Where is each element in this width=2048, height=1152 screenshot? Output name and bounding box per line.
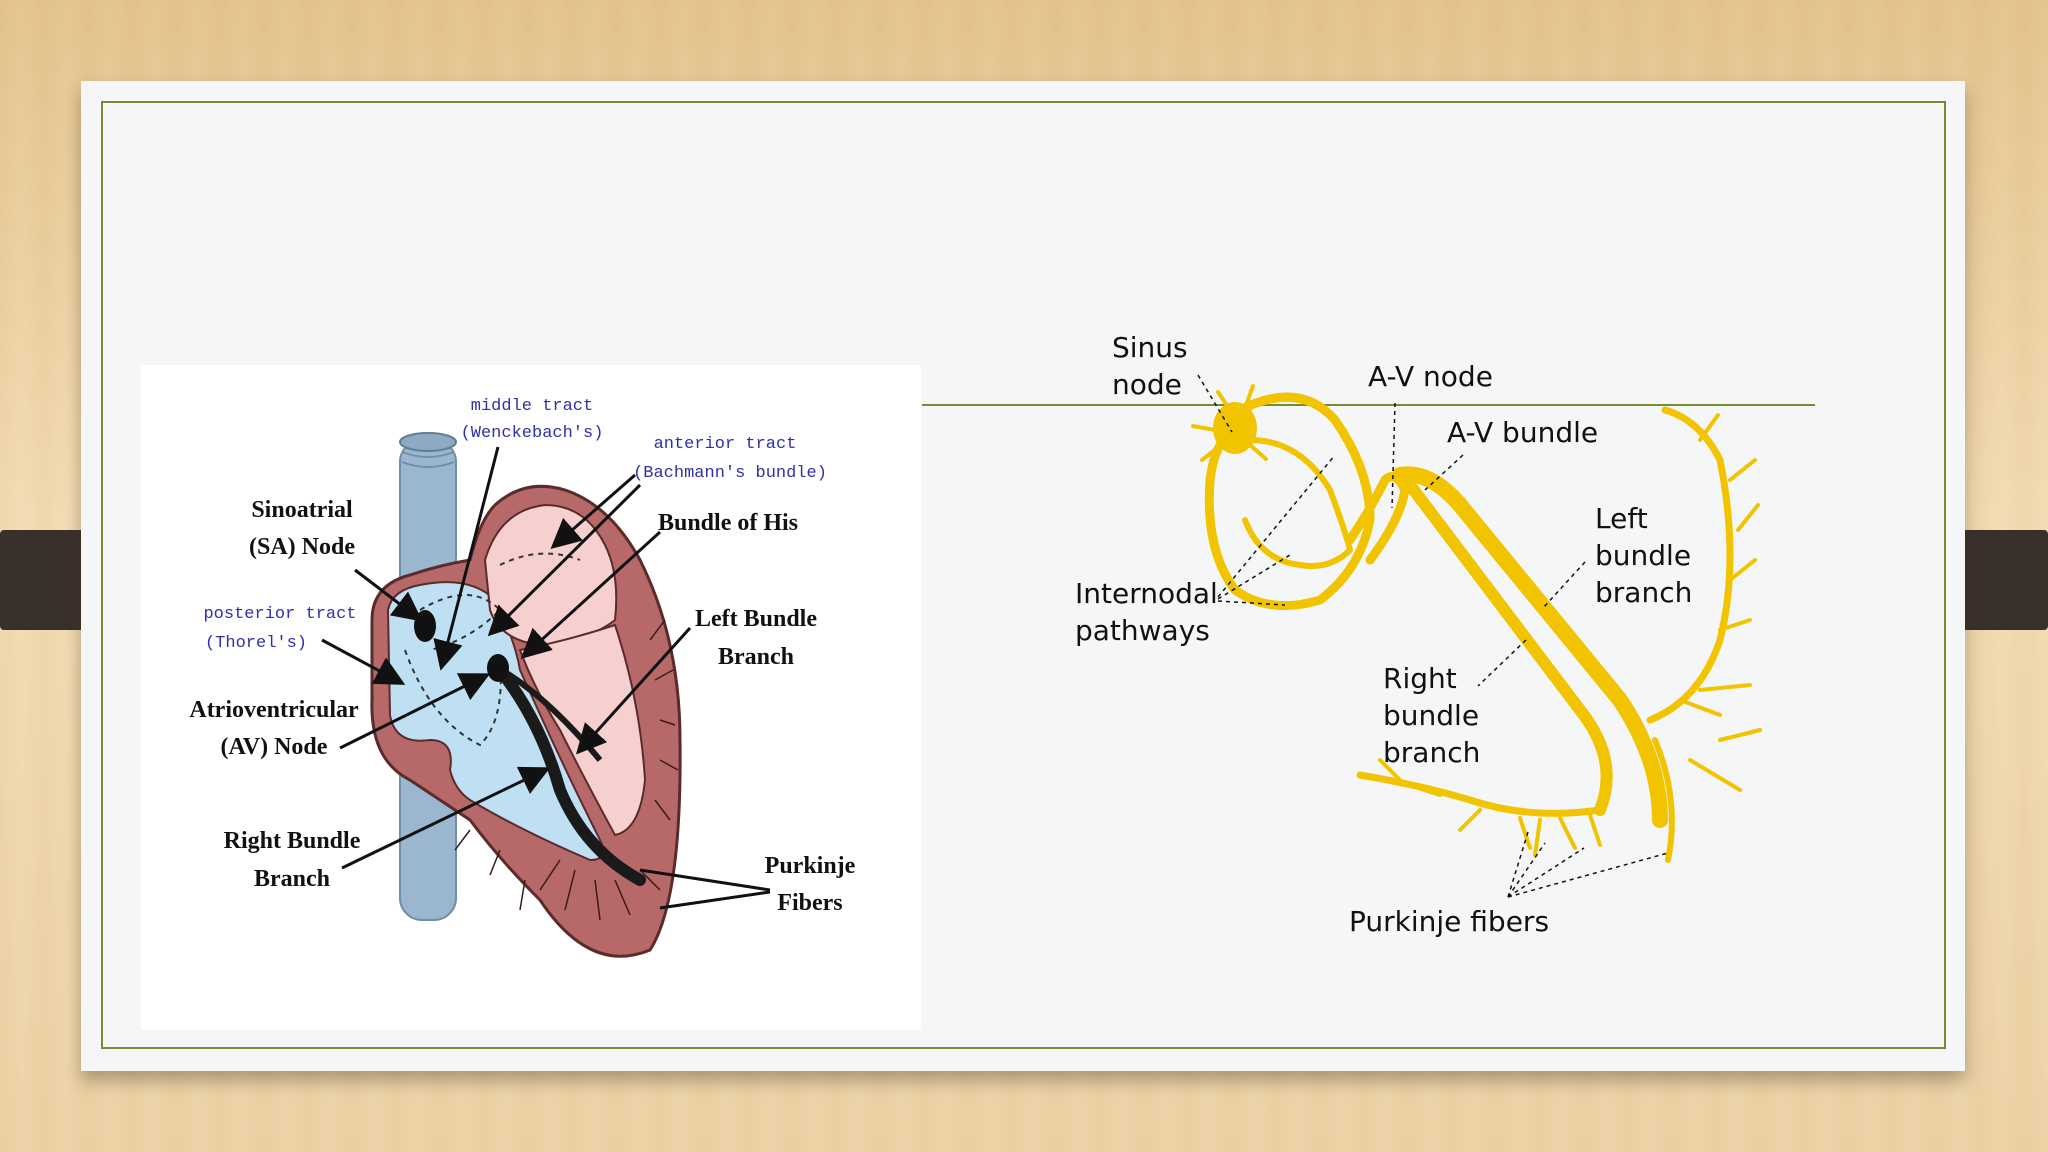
posterior-tract-label-2: (Thorel's) [205, 634, 307, 653]
conduction-system [1191, 384, 1762, 863]
middle-tract-label-1: middle tract [471, 397, 593, 416]
right-bundle-label-2: bundle [1383, 699, 1479, 732]
purkinje-label-2: Fibers [777, 890, 842, 916]
purkinje-fibers-label: Purkinje fibers [1349, 905, 1549, 938]
sa-node-dot [414, 610, 436, 642]
right-conduction-diagram: Sinus node A-V node A-V bundle Left bund… [922, 331, 1815, 938]
av-node-label: A-V node [1368, 360, 1493, 393]
sinus-node-label-1: Sinus [1112, 331, 1188, 364]
anterior-tract-label-2: (Bachmann's bundle) [633, 464, 827, 483]
purkinje-label-1: Purkinje [765, 853, 856, 879]
av-node-label-2: (AV) Node [221, 734, 328, 760]
av-node-dot [487, 654, 509, 682]
right-bundle-label-2: Branch [254, 866, 330, 892]
internodal-label-2: pathways [1075, 614, 1210, 647]
sa-node-label-2: (SA) Node [249, 534, 355, 560]
internodal-label-1: Internodal [1075, 577, 1218, 610]
sinus-node-label-2: node [1112, 368, 1182, 401]
posterior-tract-label-1: posterior tract [203, 605, 356, 624]
slide-frame [101, 101, 1946, 1049]
av-node-label-1: Atrioventricular [189, 697, 359, 723]
left-heart-diagram: middle tract (Wenckebach's) anterior tra… [141, 365, 921, 1030]
left-bundle-label-1: Left [1595, 502, 1648, 535]
right-bundle-label-3: branch [1383, 736, 1480, 769]
right-bundle-label-1: Right Bundle [224, 828, 361, 854]
left-bundle-label-2: bundle [1595, 539, 1691, 572]
bundle-branches [494, 664, 646, 886]
left-bundle-label-2: Branch [718, 644, 794, 670]
bundle-of-his-label: Bundle of His [658, 510, 798, 536]
av-bundle-label: A-V bundle [1447, 416, 1598, 449]
right-bundle-label-1: Right [1383, 662, 1457, 695]
left-bundle-label-1: Left Bundle [695, 606, 817, 632]
anterior-tract-label-1: anterior tract [654, 435, 797, 454]
middle-tract-label-2: (Wenckebach's) [461, 424, 604, 443]
sa-node-label-1: Sinoatrial [251, 497, 353, 523]
left-bundle-label-3: branch [1595, 576, 1692, 609]
purkinje-network [454, 619, 679, 921]
